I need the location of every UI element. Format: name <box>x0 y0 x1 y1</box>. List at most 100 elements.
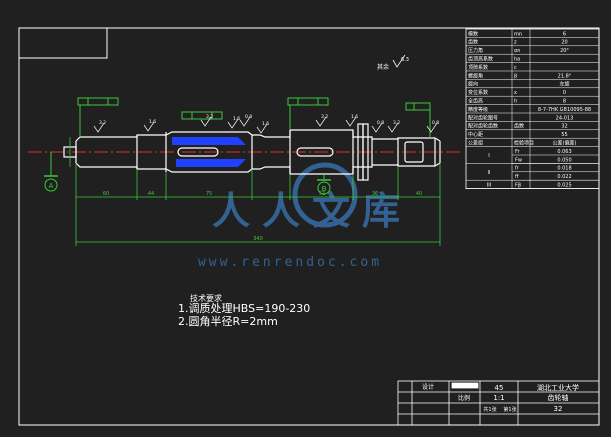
tb-sheet2: 第1张 <box>503 406 516 413</box>
roughness-symbol-icon <box>426 122 438 133</box>
param-name: 配对齿轮图号 <box>468 114 498 121</box>
roughness-symbol-icon <box>256 123 268 134</box>
tb-part: 齿轮轴 <box>548 393 569 402</box>
group-item-symbol: Fw <box>515 157 522 163</box>
roughness-value: 3.2 <box>321 114 328 120</box>
title-block <box>397 380 600 426</box>
gear-teeth <box>172 137 246 167</box>
tb-material: 45 <box>495 384 504 392</box>
param-symbol: mn <box>514 31 522 37</box>
param-name: 螺旋角 <box>468 72 483 79</box>
param-value: 0 <box>563 90 566 96</box>
drawing-frame <box>18 27 600 426</box>
group-label: III <box>487 182 491 188</box>
tolerance-frames <box>77 97 431 138</box>
roughness-symbol-icon <box>387 122 399 133</box>
dimension-texts: 60 44 75 52 36 40 340 <box>103 191 422 242</box>
tolerance-frame-2 <box>181 111 223 120</box>
param-symbol: 齿数 <box>514 123 524 130</box>
roughness-note-value: 6.3 <box>401 57 409 63</box>
param-name: 中心距 <box>468 131 483 138</box>
roughness-value: 3.2 <box>99 120 106 126</box>
param-name: 顶隙系数 <box>468 64 488 71</box>
param-name: 公差组 <box>468 140 483 147</box>
param-name: 配对齿轮齿数 <box>468 123 498 130</box>
tech-requirements: 技术要求 1.调质处理HBS=190-230 2.圆角半径R=2mm <box>178 293 310 328</box>
datum-b-label: B <box>322 185 327 193</box>
group-item-value: 0.022 <box>557 174 571 180</box>
param-name: 齿顶高系数 <box>468 56 493 63</box>
group-label: II <box>488 170 491 176</box>
roughness-value: 1.6 <box>149 119 156 125</box>
roughness-symbol-icon <box>200 116 212 127</box>
roughness-value: 3.2 <box>206 114 213 120</box>
roughness-symbol-icon <box>143 121 155 132</box>
group-item-symbol: Fβ <box>515 183 521 189</box>
watermark-logo-icon <box>292 162 358 228</box>
dim-seg4: 52 <box>319 191 325 197</box>
gear-teeth-bottom <box>176 159 246 167</box>
dim-seg5: 36 <box>372 191 378 197</box>
roughness-symbol-icon <box>239 116 251 127</box>
tb-school: 湖北工业大学 <box>537 383 579 392</box>
tb-scale-label: 比例 <box>458 394 470 402</box>
roughness-symbol-icon <box>371 122 383 133</box>
group-label: I <box>488 153 489 159</box>
roughness-symbol-icon <box>315 116 327 127</box>
param-name: 变位系数 <box>468 89 488 96</box>
shaft-outline <box>63 123 441 181</box>
group-item-symbol: Fr <box>515 149 521 155</box>
title-block-texts: 设计 45 湖北工业大学 比例 1:1 齿轮轴 共1张 第1张 32 <box>422 383 579 413</box>
tolerance-frame-1 <box>77 97 119 106</box>
roughness-symbol-icon <box>345 116 357 127</box>
param-value: 6 <box>563 31 566 37</box>
tech-req-title: 技术要求 <box>190 293 222 303</box>
roughness-value: 0.8 <box>432 120 439 126</box>
dim-seg2: 44 <box>148 191 154 197</box>
param-value: 24-013 <box>556 115 574 121</box>
roughness-value: 0.8 <box>245 114 252 120</box>
roughness-note: 其余 6.3 <box>377 54 409 71</box>
watermark: 人人文库 www.renrendoc.com <box>198 162 412 270</box>
param-name: 模数 <box>468 30 478 37</box>
datum-a-label: A <box>49 182 54 190</box>
param-value: 20° <box>560 48 569 54</box>
roughness-symbol-icon <box>227 118 239 129</box>
param-name: 精度等级 <box>468 106 488 113</box>
tolerance-frame-3 <box>287 97 329 106</box>
param-value: 20 <box>561 40 567 46</box>
param-name: 压力角 <box>468 47 483 54</box>
roughness-value: 1.6 <box>351 114 358 120</box>
tb-scale: 1:1 <box>493 394 504 402</box>
param-value: 8 <box>563 99 566 105</box>
tech-req-line1: 1.调质处理HBS=190-230 <box>178 302 310 315</box>
datum-b: B <box>317 174 331 195</box>
param-symbol: z <box>514 40 517 46</box>
datum-a: A <box>44 152 58 192</box>
param-symbol: ha <box>514 57 520 63</box>
group-item-value: 0.063 <box>557 149 571 155</box>
group-item-symbol: fr <box>515 166 520 172</box>
tech-req-line2: 2.圆角半径R=2mm <box>178 314 278 328</box>
watermark-cn: 人人文库 <box>212 189 412 233</box>
roughness-symbol-icon <box>93 122 105 133</box>
param-value: 55 <box>561 132 567 138</box>
param-symbol: x <box>514 90 517 96</box>
param-value: 公差(偏差) <box>553 140 577 147</box>
param-symbol: β <box>514 73 517 79</box>
roughness-value: 3.2 <box>393 120 400 126</box>
group-item-value: 0.018 <box>557 166 571 172</box>
group-item-value: 0.050 <box>557 157 571 163</box>
dim-seg3: 75 <box>206 191 212 197</box>
tb-number: 32 <box>554 405 563 413</box>
param-name: 全齿高 <box>468 98 483 105</box>
dim-total: 340 <box>253 236 263 242</box>
group-item-value: 0.025 <box>557 183 571 189</box>
tolerance-frame-4 <box>405 102 431 111</box>
tb-sheet: 共1张 <box>483 406 496 413</box>
param-symbol: αn <box>514 48 520 54</box>
watermark-url: www.renrendoc.com <box>198 255 382 270</box>
